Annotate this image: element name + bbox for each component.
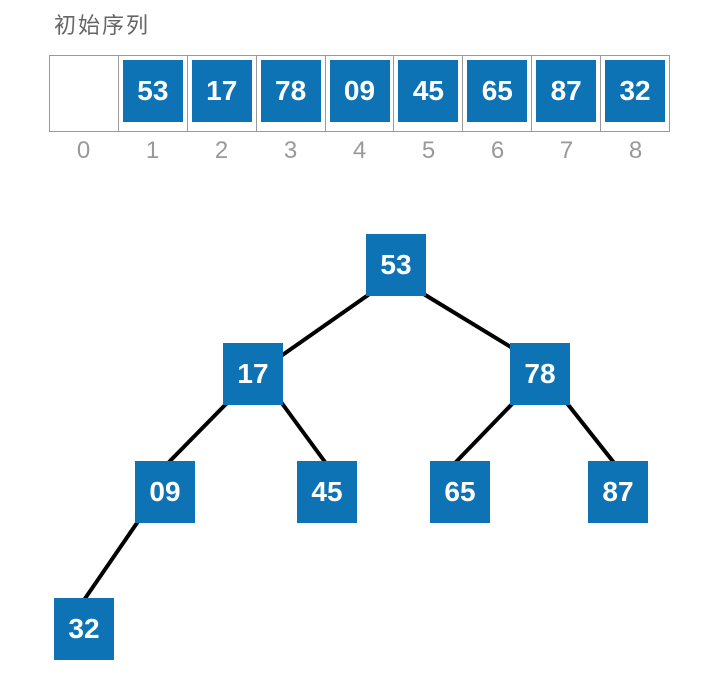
array-value-box-8: 32 (605, 60, 666, 122)
array-index-4: 4 (352, 137, 367, 164)
array-index-5: 5 (421, 137, 436, 164)
array-cell-8: 32 (601, 56, 669, 131)
tree-node-53: 53 (366, 234, 426, 296)
array-index-8: 8 (628, 137, 643, 164)
tree-edge-53-78 (420, 291, 516, 351)
array-index-1: 1 (145, 137, 160, 164)
array-index-2: 2 (214, 137, 229, 164)
tree-edge-17-45 (279, 400, 327, 464)
tree-node-45: 45 (297, 461, 357, 523)
tree-node-09: 09 (135, 461, 195, 523)
array-value-box-6: 65 (467, 60, 528, 122)
tree-edge-53-17 (279, 291, 373, 358)
array-cell-1: 53 (119, 56, 188, 131)
array-value-box-5: 45 (398, 60, 459, 122)
tree-edge-78-87 (564, 400, 617, 466)
array-value-box-2: 17 (191, 60, 252, 122)
page-title: 初始序列 (54, 13, 151, 38)
array-index-3: 3 (283, 137, 298, 164)
tree-node-87: 87 (588, 461, 648, 523)
array-cell-7: 87 (532, 56, 602, 131)
array-cell-0 (50, 56, 119, 131)
array-value-box-1: 53 (122, 60, 183, 122)
array-cell-4: 09 (326, 56, 395, 131)
tree-node-78: 78 (510, 343, 570, 405)
array-index-6: 6 (490, 137, 505, 164)
array-value-box-4: 09 (329, 60, 390, 122)
array-row: 53 17 78 09 45 65 87 32 (49, 55, 670, 132)
array-value-box-7: 87 (536, 60, 597, 122)
array-cell-2: 17 (188, 56, 257, 131)
array-index-0: 0 (76, 137, 91, 164)
array-value-box-3: 78 (260, 60, 321, 122)
tree-edge-09-32 (82, 518, 141, 602)
array-cell-5: 45 (394, 56, 464, 131)
array-index-7: 7 (559, 137, 574, 164)
tree-node-17: 17 (223, 343, 283, 405)
array-index-row: 0 1 2 3 4 5 6 7 8 (49, 137, 670, 165)
tree-node-65: 65 (430, 461, 490, 523)
array-cell-3: 78 (257, 56, 326, 131)
tree-edge-17-09 (167, 400, 230, 464)
tree-node-32: 32 (54, 598, 114, 660)
tree-edge-78-65 (452, 400, 516, 466)
array-cell-6: 65 (463, 56, 533, 131)
